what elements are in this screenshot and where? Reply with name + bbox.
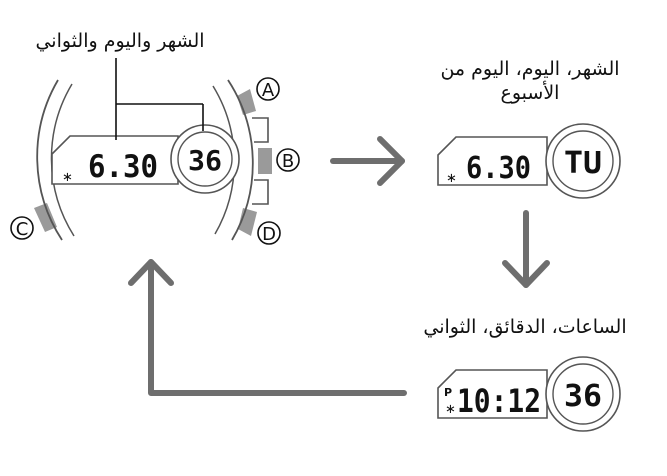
weekday-subdial-outer bbox=[545, 123, 621, 199]
label-hours-minutes-seconds: الساعات، الدقائق، الثواني bbox=[423, 316, 627, 338]
watch-bluetooth-icon: ∗ bbox=[62, 170, 73, 185]
time-lcd-frame bbox=[437, 369, 548, 419]
case-outer-arc-left bbox=[36, 79, 63, 241]
button-b-crown bbox=[258, 148, 272, 174]
callout-bracket bbox=[115, 58, 204, 140]
arrow-loop-back bbox=[128, 259, 407, 396]
svg-text:D: D bbox=[262, 224, 276, 245]
case-outer-arc-right bbox=[227, 79, 254, 241]
label-month-day-weekday-line1: الشهر، اليوم، اليوم من bbox=[440, 58, 620, 80]
bezel-guard-lower bbox=[252, 179, 269, 205]
screen-time: P ∗ 10:12 36 bbox=[437, 356, 621, 432]
watch-subdial-seconds: 36 bbox=[188, 144, 222, 177]
label-month-day-weekday-line2: الأسبوع bbox=[500, 82, 560, 104]
time-pm-indicator: P bbox=[444, 386, 452, 399]
weekday-date-readout: 6.30 bbox=[466, 151, 531, 186]
button-a-crown bbox=[237, 89, 256, 115]
watch-lcd-frame bbox=[51, 135, 179, 185]
weekday-bluetooth-icon: ∗ bbox=[446, 171, 457, 186]
weekday-subdial-day: TU bbox=[564, 146, 602, 181]
time-subdial-seconds: 36 bbox=[564, 379, 602, 414]
button-c-crown bbox=[34, 203, 57, 232]
svg-text:C: C bbox=[16, 219, 29, 240]
watch-subdial-inner bbox=[177, 131, 233, 187]
time-subdial-outer bbox=[545, 356, 621, 432]
time-subdial-inner bbox=[552, 363, 614, 425]
weekday-subdial-inner bbox=[552, 130, 614, 192]
watch-subdial-outer bbox=[170, 124, 240, 194]
arrow-right bbox=[330, 136, 405, 186]
svg-text:A: A bbox=[262, 80, 275, 101]
button-a-badge: A bbox=[256, 77, 280, 101]
label-month-day-seconds: الشهر واليوم والثواني bbox=[35, 30, 205, 52]
svg-text:B: B bbox=[282, 151, 294, 172]
screen-weekday: ∗ 6.30 TU bbox=[437, 123, 621, 199]
weekday-lcd-frame bbox=[437, 136, 548, 186]
button-d-badge: D bbox=[257, 221, 281, 245]
arrow-down bbox=[502, 210, 550, 288]
watch-illustration: ∗ 6.30 36 A B C D bbox=[10, 58, 300, 245]
watch-date-readout: 6.30 bbox=[88, 149, 158, 185]
button-b-badge: B bbox=[276, 148, 300, 172]
time-readout: 10:12 bbox=[457, 382, 541, 420]
button-d-crown bbox=[238, 208, 257, 236]
time-bluetooth-icon: ∗ bbox=[445, 402, 456, 417]
button-c-badge: C bbox=[10, 216, 34, 240]
bezel-guard-upper bbox=[252, 117, 269, 143]
